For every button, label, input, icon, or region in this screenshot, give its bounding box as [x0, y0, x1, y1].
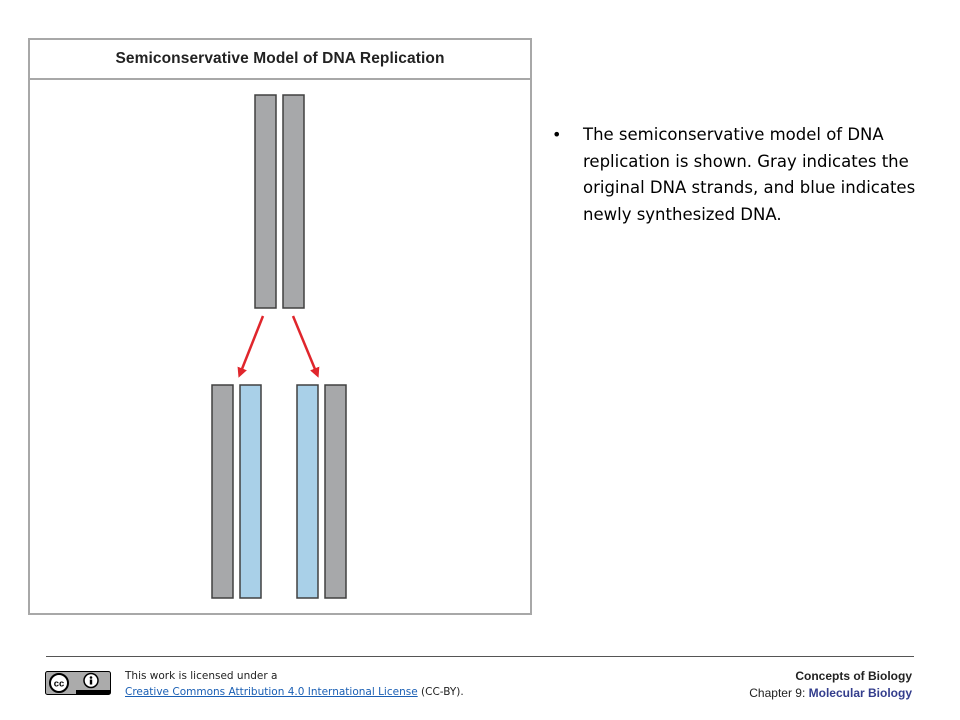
arrow-left: [237, 315, 265, 378]
daughter1-strand-original: [211, 384, 234, 599]
bullet-marker: •: [552, 125, 562, 144]
svg-text:cc: cc: [54, 679, 65, 690]
daughter2-strand-original: [324, 384, 347, 599]
parent-strand-left: [254, 94, 277, 309]
license-suffix: (CC-BY).: [421, 686, 464, 698]
footer-divider: [46, 656, 914, 657]
daughter1-strand-new: [239, 384, 262, 599]
chapter-line: Chapter 9: Molecular Biology: [749, 685, 912, 702]
license-notice: This work is licensed under a Creative C…: [125, 668, 464, 700]
book-info: Concepts of Biology Chapter 9: Molecular…: [749, 668, 912, 702]
license-prefix: This work is licensed under a: [125, 670, 278, 682]
chapter-prefix: Chapter 9:: [749, 686, 806, 700]
cc-by-icon: cc: [45, 671, 111, 695]
bullet-text: The semiconservative model of DNA replic…: [583, 125, 916, 224]
figure-title-bar: Semiconservative Model of DNA Replicatio…: [30, 40, 530, 80]
chapter-name: Molecular Biology: [808, 686, 912, 700]
license-link[interactable]: Creative Commons Attribution 4.0 Interna…: [125, 686, 418, 698]
dna-replication-figure: Semiconservative Model of DNA Replicatio…: [28, 38, 532, 615]
book-title: Concepts of Biology: [795, 669, 912, 683]
figure-title: Semiconservative Model of DNA Replicatio…: [115, 50, 445, 67]
arrow-right: [291, 315, 320, 378]
license-line: Creative Commons Attribution 4.0 Interna…: [125, 684, 464, 700]
replication-diagram: [211, 94, 347, 599]
parent-strand-right: [282, 94, 305, 309]
daughter2-strand-new: [296, 384, 319, 599]
